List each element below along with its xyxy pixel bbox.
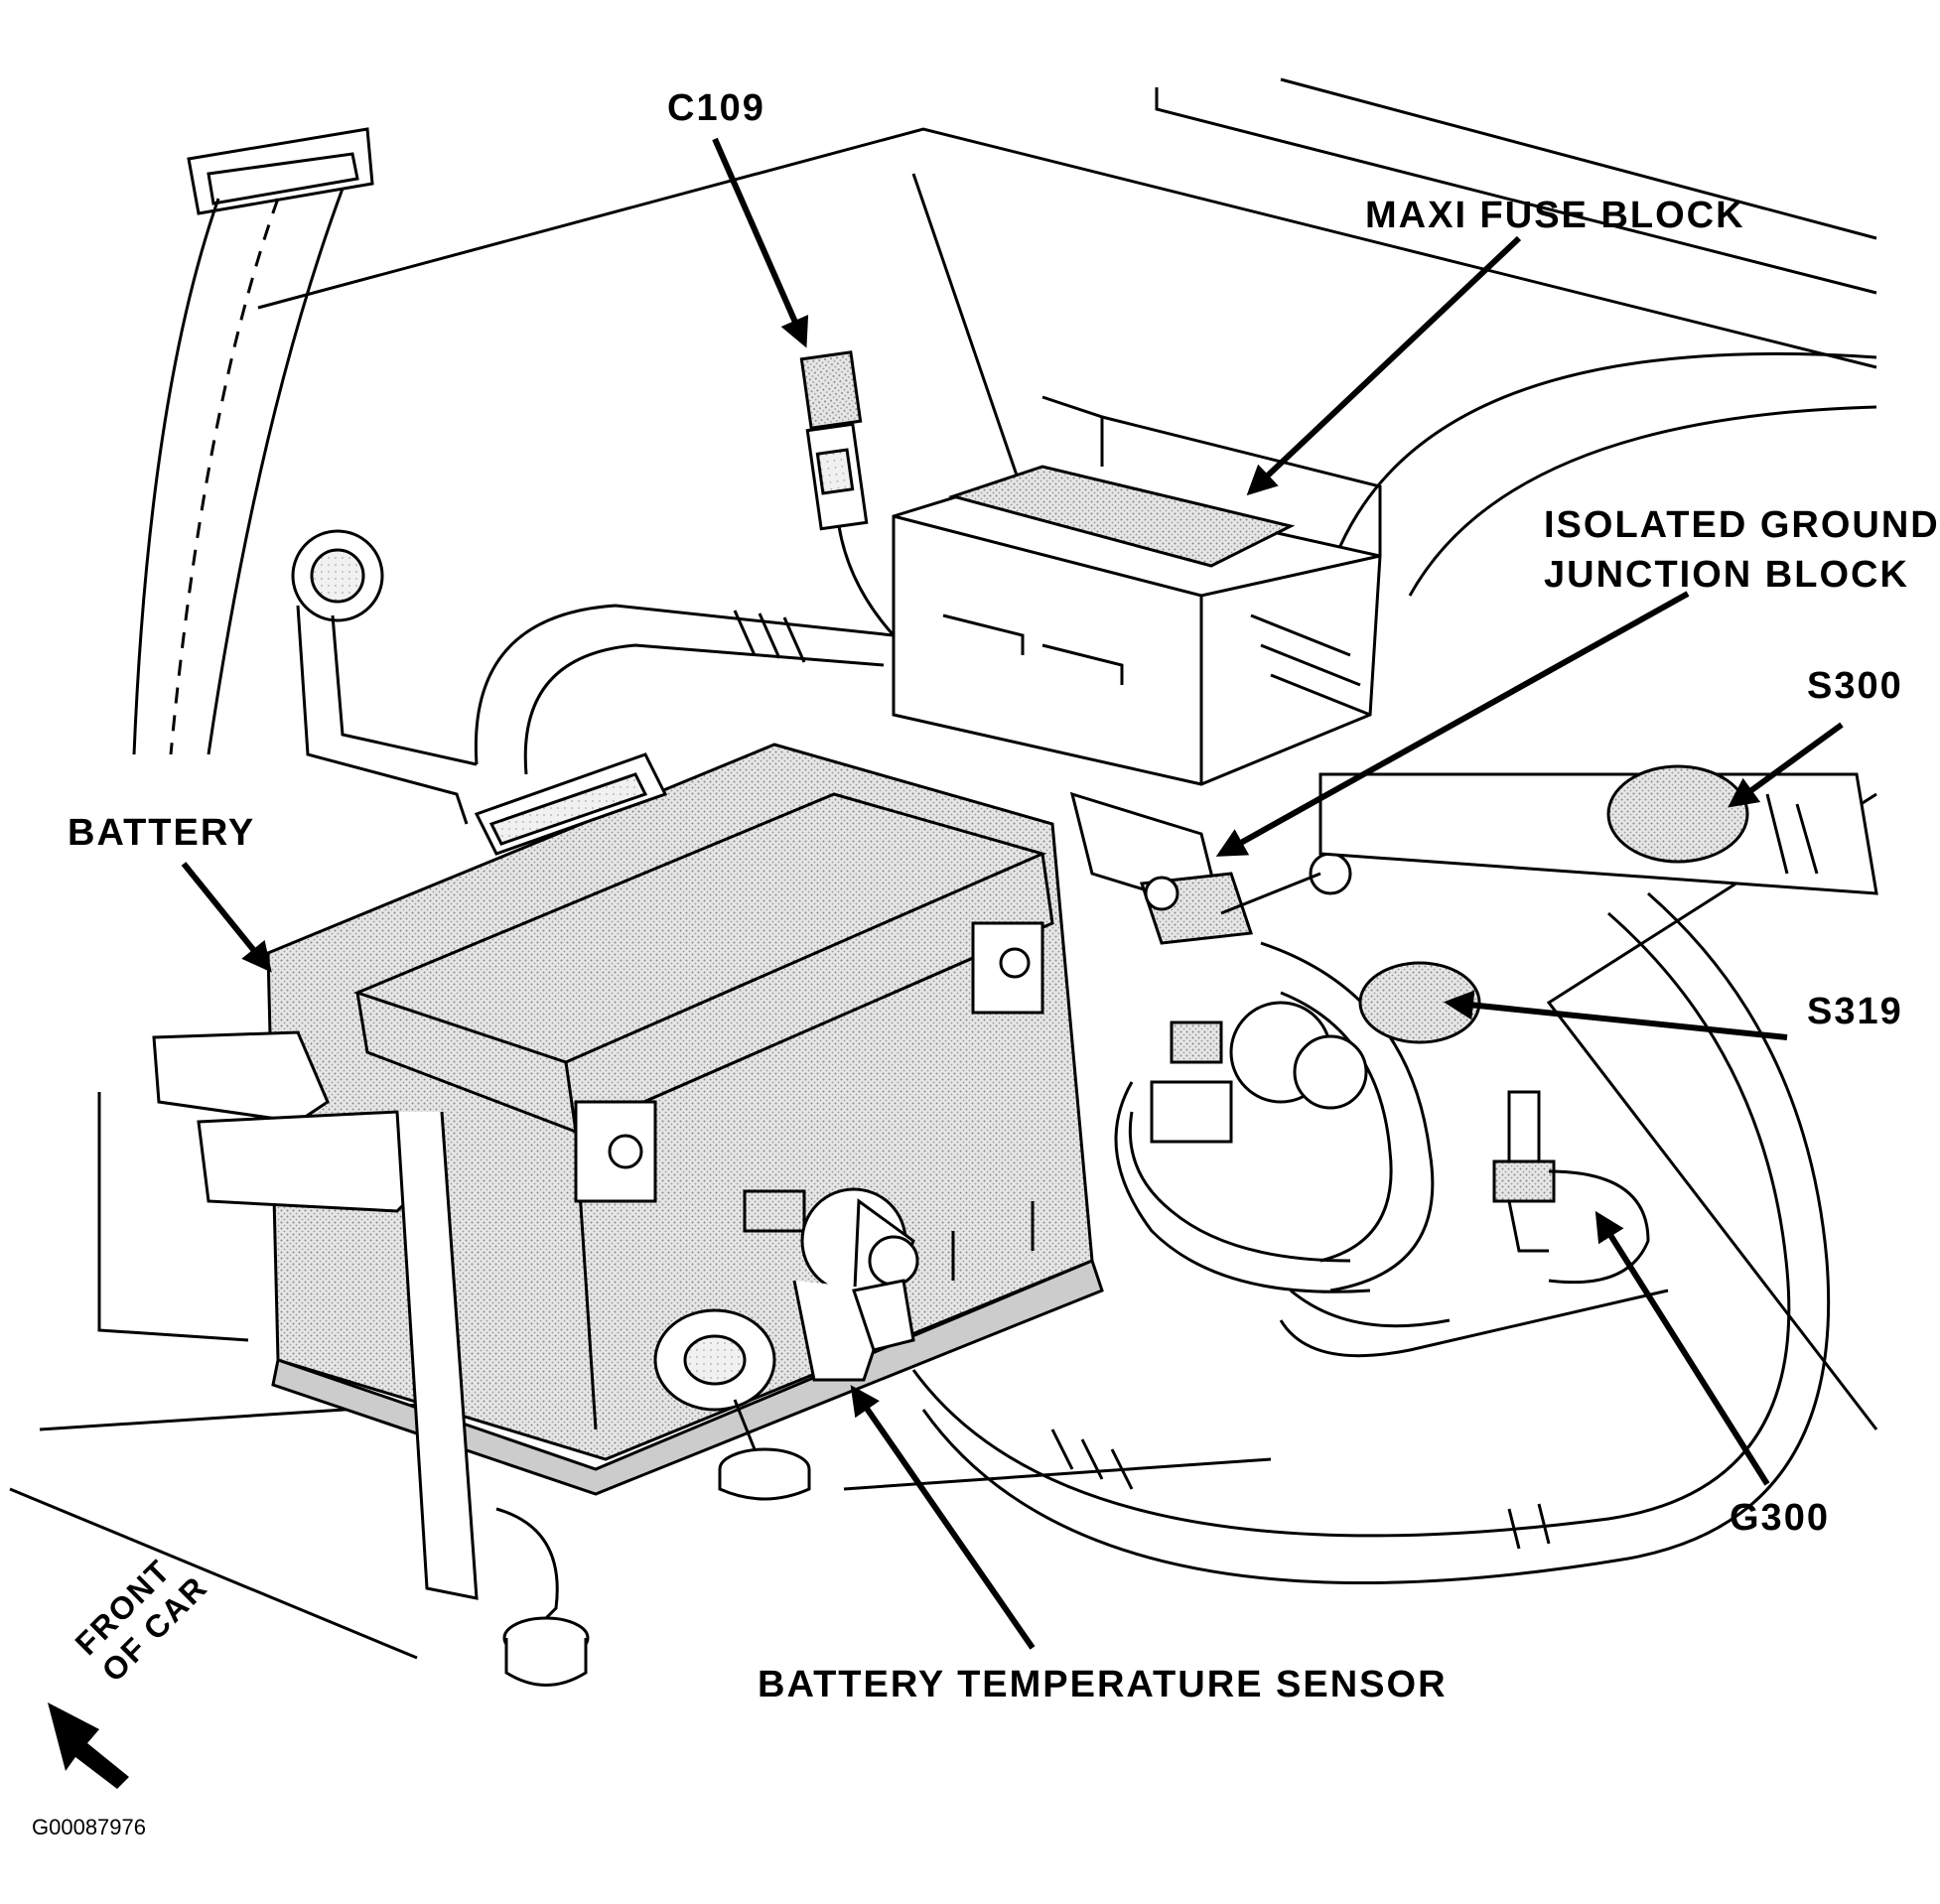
main-harness-upper	[474, 604, 895, 775]
harness-lower-loop	[911, 891, 1831, 1585]
s300-splice	[1318, 764, 1878, 895]
arrow-g300	[1594, 1210, 1770, 1486]
label-maxi-fuse-block: MAXI FUSE BLOCK	[1365, 195, 1745, 236]
g300-ground-stud	[1492, 1090, 1650, 1285]
s319-splice	[1358, 961, 1481, 1044]
arrow-s319	[1444, 990, 1788, 1040]
battery-temperature-sensor-shape	[653, 1308, 811, 1501]
battery-hold-down-left	[152, 1030, 590, 1687]
arrow-battery	[181, 862, 272, 973]
c109-connector-shape	[799, 350, 896, 637]
harness-left-strap	[132, 127, 374, 755]
positive-terminal	[743, 1187, 919, 1382]
label-g300: G300	[1730, 1497, 1830, 1539]
figure-code: G00087976	[32, 1815, 146, 1839]
front-of-car-arrow	[48, 1702, 129, 1789]
label-c109: C109	[667, 87, 765, 129]
starter-solenoid-stud	[1150, 1001, 1368, 1144]
label-isolated-ground-line1: ISOLATED GROUND	[1544, 504, 1940, 546]
label-battery-temperature-sensor: BATTERY TEMPERATURE SENSOR	[758, 1664, 1448, 1705]
leader-arrows	[181, 137, 1844, 1650]
arrow-s300	[1728, 722, 1844, 808]
ground-stud-left	[291, 529, 478, 825]
label-isolated-ground-line2: JUNCTION BLOCK	[1544, 554, 1909, 596]
harness-middle-loop	[1114, 941, 1669, 1358]
isolated-ground-block-shape	[1069, 791, 1352, 945]
label-s319: S319	[1807, 991, 1903, 1032]
arrow-c109	[712, 137, 809, 348]
arrow-battery-temperature-sensor	[850, 1385, 1036, 1650]
maxi-fuse-block-shape	[892, 395, 1382, 786]
label-battery: BATTERY	[68, 812, 256, 854]
arrow-maxi-fuse-block	[1246, 235, 1522, 496]
label-s300: S300	[1807, 665, 1903, 707]
arrow-isolated-ground	[1215, 591, 1690, 857]
